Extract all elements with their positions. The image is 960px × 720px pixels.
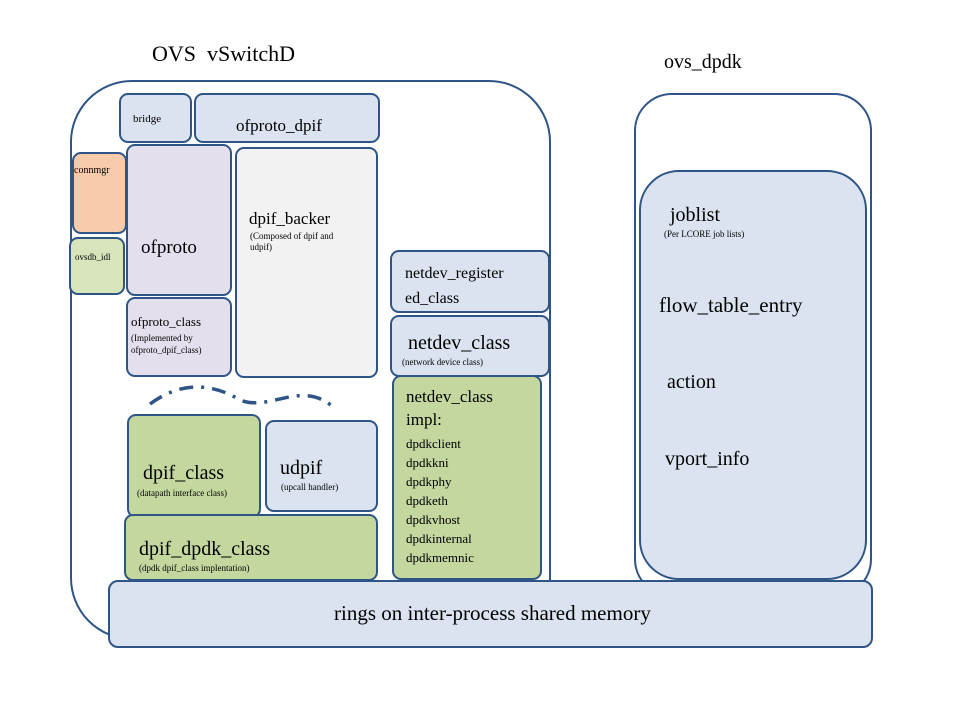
netdev-class-impl-box: netdev_class impl: dpdkclient dpdkkni dp… [392, 375, 542, 580]
dashed-separator [148, 385, 334, 408]
action-label: action [667, 371, 716, 393]
netdev-registered-class-box: netdev_register ed_class [390, 250, 550, 313]
impl-item-dpdkkni: dpdkkni [406, 455, 449, 470]
dpif-backer-note-2: udpif) [250, 242, 272, 252]
dpif-dpdk-class-box: dpif_dpdk_class (dpdk dpif_class implent… [124, 514, 378, 581]
netdev-class-box: netdev_class (network device class) [390, 315, 550, 377]
ovs-dpdk-inner-box: joblist (Per LCORE job lists) flow_table… [639, 170, 867, 580]
ofproto-label: ofproto [141, 237, 197, 258]
ofproto-dpif-box: ofproto_dpif [194, 93, 380, 143]
dpif-backer-note-1: (Composed of dpif and [250, 231, 334, 241]
bridge-box: bridge [119, 93, 192, 143]
netdev-class-title: netdev_class [408, 332, 511, 354]
ofproto-box: ofproto [126, 144, 232, 296]
impl-item-dpdkphy: dpdkphy [406, 474, 452, 489]
shared-memory-label: rings on inter-process shared memory [334, 601, 651, 625]
dpif-class-box: dpif_class (datapath interface class) [127, 414, 261, 518]
impl-item-dpdkinternal: dpdkinternal [406, 531, 472, 546]
dpif-dpdk-class-title: dpif_dpdk_class [139, 538, 271, 560]
dpif-class-title: dpif_class [143, 462, 225, 484]
ofproto-class-title: ofproto_class [131, 314, 202, 329]
dpif-class-note: (datapath interface class) [137, 488, 227, 498]
joblist-note: (Per LCORE job lists) [664, 229, 745, 239]
connmgr-label: connmgr [74, 165, 110, 176]
impl-item-dpdketh: dpdketh [406, 493, 448, 508]
impl-item-dpdkmemnic: dpdkmemnic [406, 550, 474, 565]
shared-memory-bar: rings on inter-process shared memory [108, 580, 873, 648]
ofproto-dpif-label: ofproto_dpif [236, 116, 322, 135]
netdev-registered-class-line1: netdev_register [405, 265, 504, 282]
dpif-dpdk-class-note: (dpdk dpif_class implentation) [139, 563, 250, 573]
ofproto-class-note-2: ofproto_dpif_class) [131, 345, 202, 355]
vport-info-label: vport_info [665, 448, 750, 470]
dpif-backer-box: dpif_backer (Composed of dpif and udpif) [235, 147, 378, 378]
netdev-registered-class-line2: ed_class [405, 290, 460, 307]
ofproto-class-box: ofproto_class (Implemented by ofproto_dp… [126, 297, 232, 377]
impl-item-dpdkvhost: dpdkvhost [406, 512, 461, 527]
netdev-class-impl-line1: netdev_class [406, 387, 493, 406]
udpif-title: udpif [280, 457, 323, 479]
bridge-label: bridge [133, 113, 162, 125]
connmgr-box: connmgr [72, 152, 127, 234]
netdev-class-impl-line2: impl: [406, 410, 442, 429]
joblist-label: joblist [670, 204, 721, 226]
netdev-class-note: (network device class) [402, 357, 483, 367]
ovs-dpdk-title: ovs_dpdk [664, 51, 742, 73]
ovsdb-idl-box: ovsdb_idl [69, 237, 125, 295]
ofproto-class-note-1: (Implemented by [131, 333, 193, 343]
udpif-box: udpif (upcall handler) [265, 420, 378, 512]
ovsdb-idl-label: ovsdb_idl [75, 252, 111, 262]
impl-item-dpdkclient: dpdkclient [406, 436, 461, 451]
dpif-backer-title: dpif_backer [249, 209, 331, 228]
flow-table-entry-label: flow_table_entry [659, 293, 803, 317]
udpif-note: (upcall handler) [281, 482, 339, 492]
vswitchd-title: OVS vSwitchD [152, 41, 296, 66]
